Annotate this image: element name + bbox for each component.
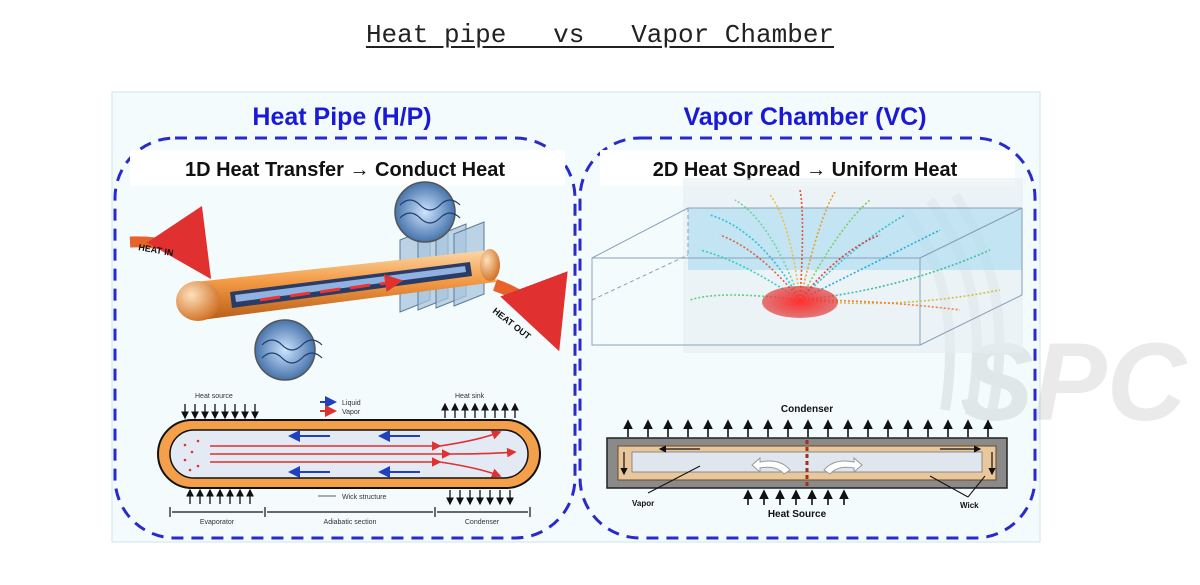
heat-source-spot bbox=[762, 286, 838, 318]
heat-pipe-title: Heat Pipe (H/P) bbox=[252, 103, 431, 131]
heat-out-arrow bbox=[492, 271, 568, 352]
legend-liquid: Liquid bbox=[342, 400, 361, 407]
heat-sink-label: Heat sink bbox=[455, 393, 485, 400]
vapor-chamber-schematic: Condenser bbox=[606, 404, 1008, 520]
wick-structure-label: Wick structure bbox=[342, 494, 386, 501]
heat-source-label: Heat source bbox=[195, 393, 233, 400]
wick-detail-bottom bbox=[254, 319, 316, 381]
vc-condenser-label: Condenser bbox=[781, 404, 833, 415]
wick-detail-top bbox=[394, 181, 456, 243]
heat-pipe-subtitle-bg bbox=[130, 150, 565, 186]
heat-pipe-schematic: Heat source Heat sink Liquid Vapor bbox=[157, 393, 541, 526]
heat-in-arrow bbox=[129, 205, 212, 280]
vc-wick-label: Wick bbox=[960, 501, 979, 510]
vapor-chamber-subtitle: 2D Heat Spread → Uniform Heat bbox=[653, 159, 958, 181]
vapor-chamber-panel bbox=[578, 136, 1037, 540]
page-title: Heat pipe vs Vapor Chamber bbox=[365, 20, 835, 50]
adiabatic-section-label: Adiabatic section bbox=[324, 519, 377, 526]
vc-vapor-label: Vapor bbox=[632, 499, 654, 508]
heat-pipe-illustration: HEAT IN HEAT OUT bbox=[129, 181, 568, 381]
legend-vapor: Vapor bbox=[342, 409, 361, 416]
vapor-chamber-illustration bbox=[591, 178, 1023, 353]
vc-heat-source-label: Heat Source bbox=[768, 509, 827, 520]
heat-pipe-vapor-arrows bbox=[259, 274, 403, 302]
heat-pipe-panel bbox=[113, 136, 577, 540]
condenser-section-label: Condenser bbox=[465, 519, 500, 526]
vapor-chamber-title: Vapor Chamber (VC) bbox=[683, 103, 926, 131]
heat-pipe-subtitle: 1D Heat Transfer → Conduct Heat bbox=[185, 159, 505, 181]
evaporator-label: Evaporator bbox=[200, 519, 235, 526]
